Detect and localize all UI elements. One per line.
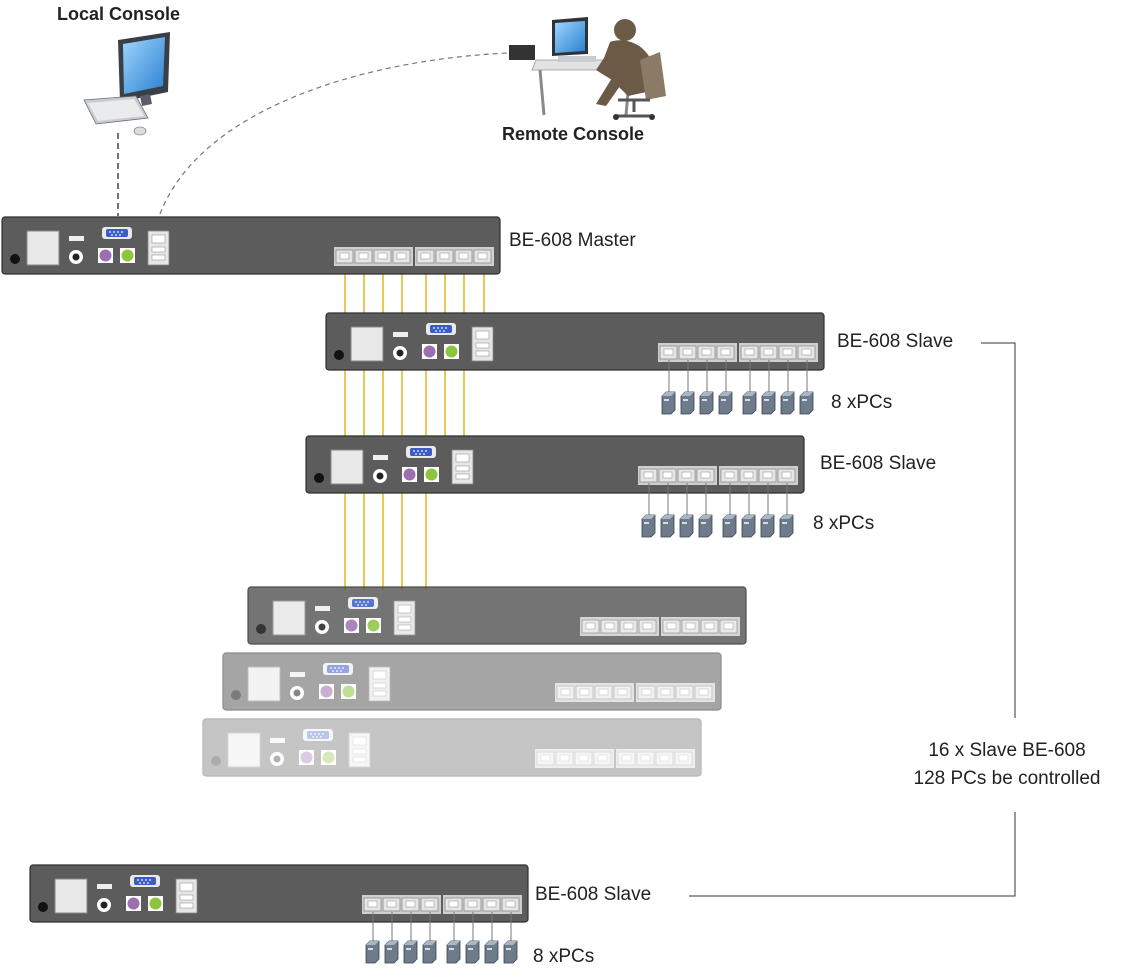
slave-device-stack-3 bbox=[203, 719, 701, 776]
slave-2-label: BE-608 Slave bbox=[820, 453, 937, 474]
pc-group-3 bbox=[366, 941, 517, 963]
master-label: BE-608 Master bbox=[509, 230, 636, 251]
cascade-cables bbox=[344, 265, 485, 590]
remote-console-link bbox=[159, 52, 509, 215]
slave-device-last bbox=[30, 865, 528, 922]
pc-cables-3 bbox=[372, 912, 512, 942]
remote-console-label: Remote Console bbox=[502, 124, 645, 144]
remote-console-workstation-icon bbox=[509, 17, 666, 120]
pc-group-1 bbox=[662, 392, 813, 414]
master-device bbox=[2, 217, 500, 274]
slave-2-pcs-label: 8 xPCs bbox=[813, 513, 875, 534]
summary-line-2: 128 PCs be controlled bbox=[913, 768, 1101, 789]
pc-cables-1 bbox=[668, 360, 808, 395]
slave-device-stack-2 bbox=[223, 653, 721, 710]
local-console-computer-icon bbox=[83, 32, 170, 136]
pc-cables-2 bbox=[648, 483, 788, 518]
slave-1-pcs-label: 8 xPCs bbox=[831, 392, 893, 413]
summary-line-1: 16 x Slave BE-608 bbox=[928, 740, 1086, 761]
slave-last-pcs-label: 8 xPCs bbox=[533, 946, 595, 967]
slave-range-bracket bbox=[689, 342, 1016, 897]
pc-group-2 bbox=[642, 515, 793, 537]
slave-last-label: BE-608 Slave bbox=[535, 884, 652, 905]
slave-device-1 bbox=[326, 313, 824, 370]
slave-device-2 bbox=[306, 436, 804, 493]
slave-1-label: BE-608 Slave bbox=[837, 331, 954, 352]
local-console-label: Local Console bbox=[57, 4, 181, 24]
slave-device-stack-1 bbox=[248, 587, 746, 644]
